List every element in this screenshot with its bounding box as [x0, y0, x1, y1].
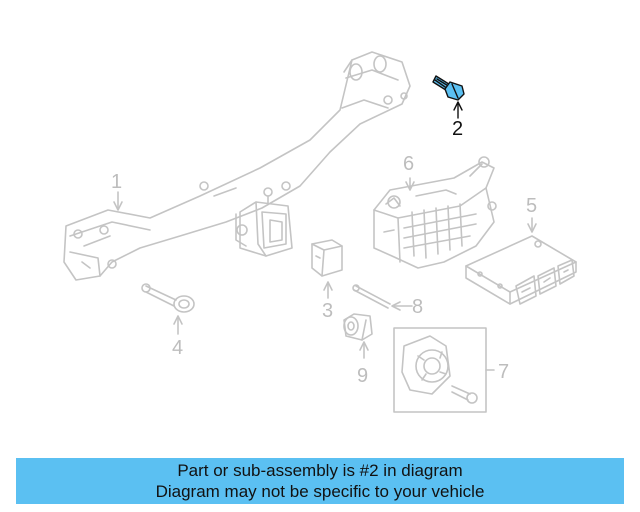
part-8-pin: [352, 284, 413, 311]
callout-4: 4: [172, 337, 183, 359]
callout-1: 1: [111, 171, 122, 193]
part-6-bracket-assembly: [373, 156, 497, 269]
callout-8: 8: [412, 296, 423, 318]
callout-7: 7: [498, 361, 509, 383]
part-4-tow-eye: [141, 283, 195, 335]
banner-line-disclaimer: Diagram may not be specific to your vehi…: [155, 482, 485, 501]
part-2-bolt-highlighted: [432, 75, 465, 119]
banner-line-part: Part or sub-assembly is #2 in diagram: [177, 461, 463, 480]
callout-6: 6: [403, 153, 414, 175]
parts-diagram: 1 2 3 4 5 6 7 8 9: [63, 51, 577, 413]
callout-9: 9: [357, 365, 368, 387]
callout-5: 5: [526, 195, 537, 217]
part-1-hitch-frame: [63, 51, 411, 281]
part-3-plug: [311, 239, 343, 299]
callout-2: 2: [452, 118, 463, 140]
part-9-bushing: [343, 313, 373, 359]
part-7-inset: [393, 327, 495, 413]
callout-3: 3: [322, 300, 333, 322]
part-5-control-module: [465, 217, 577, 305]
info-banner: Part or sub-assembly is #2 in diagram Di…: [16, 458, 624, 504]
